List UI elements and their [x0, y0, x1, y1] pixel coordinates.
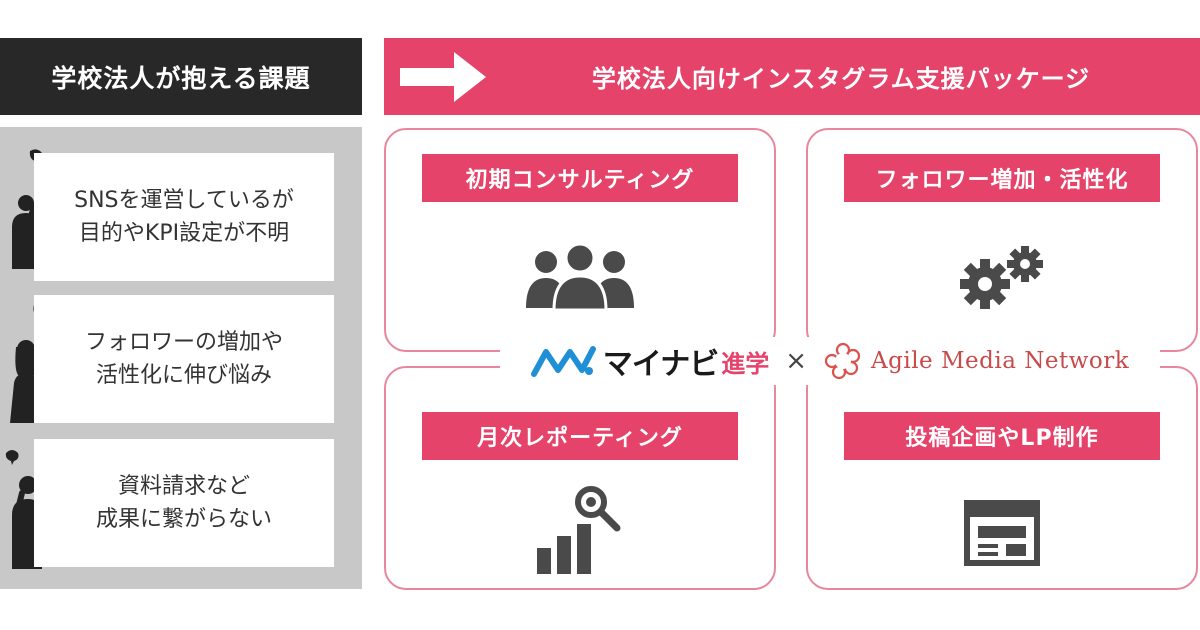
left-header-title: 学校法人が抱える課題 [51, 63, 311, 93]
people-icon [526, 242, 634, 310]
problem-1-line-1: SNSを運営しているが [74, 188, 294, 213]
mynavi-m-icon [530, 346, 596, 377]
package-box-reporting: 月次レポーティング [384, 366, 776, 590]
mynavi-name: マイナビ [602, 347, 719, 382]
package-label-consulting: 初期コンサルティング [422, 154, 738, 202]
mynavi-logo: マイナビ 進学 [530, 339, 770, 383]
problem-card-2: フォロワーの増加や 活性化に伸び悩み [34, 295, 334, 423]
right-header-title: 学校法人向けインスタグラム支援パッケージ [591, 65, 1091, 93]
right-header: 学校法人向けインスタグラム支援パッケージ [384, 38, 1200, 115]
problem-card-3: 資料請求など 成果に繋がらない [34, 439, 334, 567]
arrow-right-icon [400, 52, 486, 102]
problem-1-line-2: 目的やKPI設定が不明 [78, 221, 290, 246]
package-box-consulting: 初期コンサルティング [384, 128, 776, 352]
gears-icon [960, 246, 1043, 309]
mynavi-sub: 進学 [721, 349, 770, 378]
package-box-content: 投稿企画やLP制作 [806, 366, 1198, 590]
problem-3-line-1: 資料請求など [117, 474, 250, 499]
package-label-followers: フォロワー増加・活性化 [844, 154, 1160, 202]
problem-2-line-1: フォロワーの増加や [84, 330, 283, 355]
times-symbol: × [785, 346, 807, 376]
problem-2-line-2: 活性化に伸び悩み [95, 363, 272, 388]
amn-flower-icon [824, 342, 861, 380]
partner-band: マイナビ 進学 × Agile Media Network [500, 337, 1160, 385]
package-label-reporting: 月次レポーティング [422, 412, 738, 460]
left-header: 学校法人が抱える課題 [0, 38, 362, 115]
problems-panel: SNSを運営しているが 目的やKPI設定が不明 フォロワーの増加や 活性化に伸び… [0, 127, 362, 589]
problem-3-line-2: 成果に繋がらない [95, 507, 272, 532]
package-label-content: 投稿企画やLP制作 [844, 412, 1160, 460]
thinking-man-icon [12, 149, 43, 269]
amn-name: Agile Media Network [871, 348, 1130, 374]
package-box-followers: フォロワー増加・活性化 [806, 128, 1198, 352]
problem-card-1: SNSを運営しているが 目的やKPI設定が不明 [34, 153, 334, 281]
webpage-icon [964, 500, 1040, 566]
bar-chart-magnifier-icon [537, 486, 621, 574]
amn-logo: Agile Media Network [823, 341, 1129, 381]
